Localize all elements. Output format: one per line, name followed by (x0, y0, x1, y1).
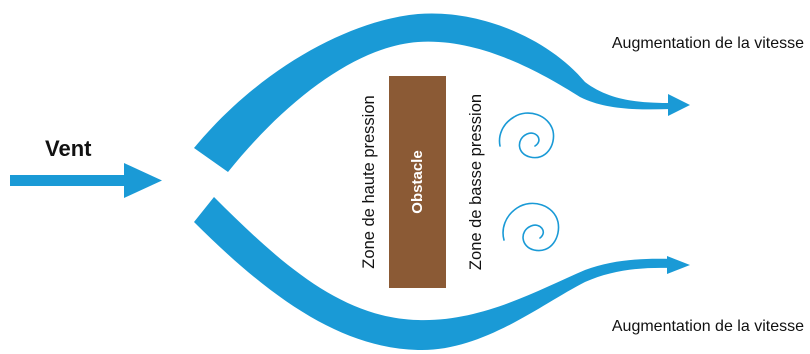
flow-arrow-top (194, 13, 690, 173)
low-pressure-label: Zone de basse pression (467, 94, 485, 270)
speed-label-top: Augmentation de la vitesse (612, 35, 804, 52)
high-pressure-label: Zone de haute pression (360, 95, 378, 268)
vortex-top (498, 112, 555, 159)
obstacle-label: Obstacle (409, 150, 426, 213)
wind-label: Vent (45, 136, 92, 161)
speed-label-bottom: Augmentation de la vitesse (612, 318, 804, 335)
vortex-bottom (502, 202, 560, 252)
flow-arrow-bottom (194, 197, 690, 351)
obstacle-block (389, 76, 446, 288)
wind-arrow (10, 163, 162, 198)
